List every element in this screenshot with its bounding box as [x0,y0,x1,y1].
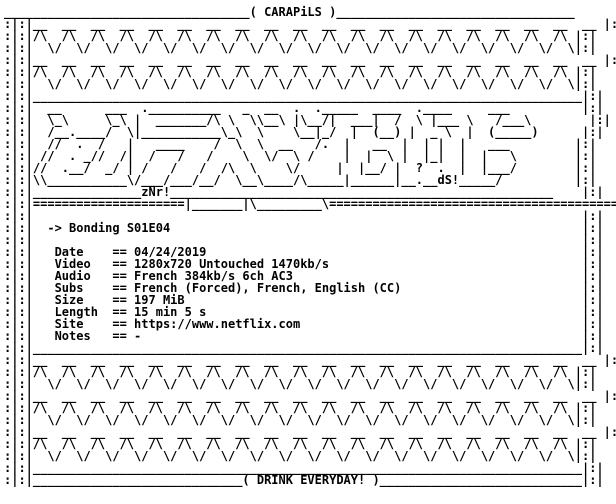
nfo-line: :|:|____________________________________… [4,89,604,103]
nfo-line: :|:|____________________________________… [4,341,604,355]
nfo-line: :|:| |:| [4,233,604,247]
nfo-line: :|:| Video == 1280x720 Untouched 1470kb/… [4,257,604,271]
nfo-line: :|:|_____________________________( DRINK… [4,473,604,487]
nfo-line: :|:|// .__/ _/ | / / / /\ \ \/ | |__/ | … [4,161,597,175]
nfo-line: :|:| Date == 04/24/2019 |:| [4,245,604,259]
nfo-line: :|:| |:| [4,209,604,223]
nfo-line: :|:| Audio == French 384kb/s 6ch AC3 |:| [4,269,604,283]
nfo-line: :|:| Notes == - |:| [4,329,604,343]
nfo-line: :|:|____________________________________… [4,461,604,475]
nfo-line: :|:|/\ /\ /\ /\ /\ /\ /\ /\ /\ /\ /\ /\ … [4,437,597,451]
nfo-line: :|:|/\ /\ /\ /\ /\ /\ /\ /\ /\ /\ /\ /\ … [4,365,597,379]
nfo-line: :|:|=====================|_______|\_____… [4,197,616,211]
nfo-line: :|:| Size == 197 MiB |:| [4,293,604,307]
nfo-line: :|:|__ __ __ __ __ __ __ __ __ __ __ __ … [4,17,616,31]
nfo-line: :|:|/\ /\ /\ /\ /\ /\ /\ /\ /\ /\ /\ /\ … [4,401,597,415]
nfo-line: :|:|/\ /\ /\ /\ /\ /\ /\ /\ /\ /\ /\ /\ … [4,65,597,79]
nfo-line: :|:|__ __ __ __ __ __ __ __ __ __ __ __ … [4,425,616,439]
nfo-line: :|:|_______________zNr!_________________… [4,185,604,199]
nfo-line: :|:| Length == 15 min 5 s |:| [4,305,604,319]
nfo-text-block: __________________________________( CARA… [4,6,616,486]
nfo-line: :|:|/\ /\ /\ /\ /\ /\ /\ /\ /\ /\ /\ /\ … [4,29,597,43]
nfo-line: :|:|__ __ __ __ __ __ __ __ __ __ __ __ … [4,353,616,367]
nfo-line: :|:| // . _// /| / / / \ \/ \ / | | \ | … [4,149,597,163]
nfo-line: :|:| -> Bonding S01E04 |:| [4,221,604,235]
nfo-line: :|:| \/ \/ \/ \/ \/ \/ \/ \/ \/ \/ \/ \/… [4,413,597,427]
nfo-line: :|:| \_\ \_\ | _______/\ \ \\__\ |\__/| … [4,113,611,127]
nfo-line: :|:| \/ \/ \/ \/ \/ \/ \/ \/ \/ \/ \/ \/… [4,41,597,55]
nfo-line: :|:|__ __ __ __ __ __ __ __ __ __ __ __ … [4,389,616,403]
nfo-line: __________________________________( CARA… [4,5,575,19]
nfo-line: :|:| Site == https://www.netflix.com |:| [4,317,604,331]
nfo-line: :|:| // . / | ____ / \ \ __ /. | __ | | … [4,137,597,151]
nfo-line: :|:| \/ \/ \/ \/ \/ \/ \/ \/ \/ \/ \/ \/… [4,449,597,463]
nfo-line: :|:| \/ \/ \/ \/ \/ \/ \/ \/ \/ \/ \/ \/… [4,77,597,91]
nfo-line: :|:| __ ___ .__________ _ __ . ._____ __… [4,101,604,115]
nfo-line: :|:|__ __ __ __ __ __ __ __ __ __ __ __ … [4,53,616,67]
nfo-line: :|:|\\___________\/___/___/__/ \__\____/… [4,173,597,187]
nfo-line: :|:| /__.____/ \|___________\_\ \ \__|_/… [4,125,604,139]
nfo-line: :|:| Subs == French (Forced), French, En… [4,281,604,295]
nfo-line: :|:| \/ \/ \/ \/ \/ \/ \/ \/ \/ \/ \/ \/… [4,377,597,391]
